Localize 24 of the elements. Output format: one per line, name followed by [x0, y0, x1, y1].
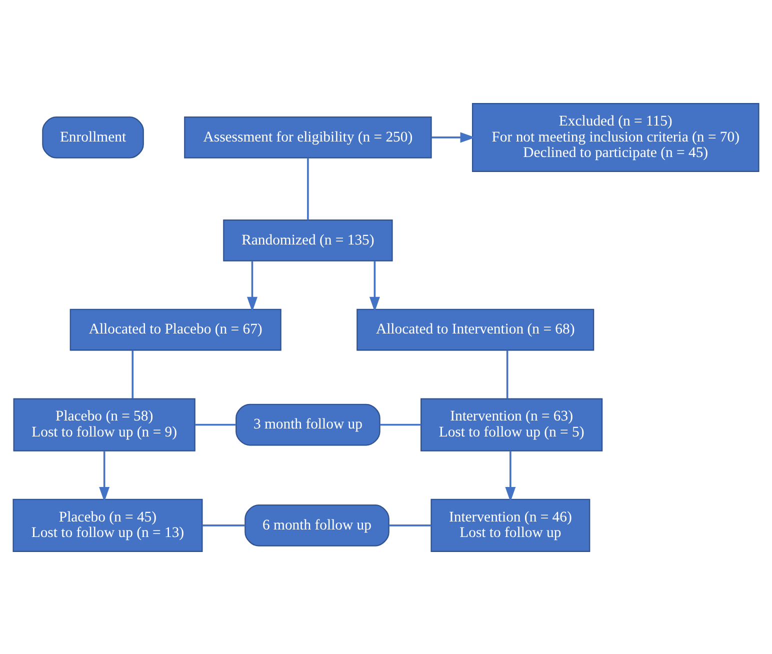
arrow	[99, 450, 110, 502]
connector	[389, 524, 432, 526]
connector	[132, 350, 134, 398]
node-box: Intervention (n = 46) Lost to follow up	[430, 498, 590, 552]
arrow	[247, 260, 258, 312]
connector	[380, 423, 422, 426]
node-box: Allocated to Placebo (n = 67)	[70, 308, 282, 350]
node-box: Allocated to Intervention (n = 68)	[356, 308, 594, 350]
node-box: Intervention (n = 63) Lost to follow up (n = 5)	[420, 398, 603, 451]
node-box: Enrollment	[42, 116, 144, 158]
node-box: 6 month follow up	[244, 504, 390, 546]
node-box: Randomized (n = 135)	[223, 218, 393, 261]
arrow	[369, 260, 380, 312]
connector	[195, 423, 236, 426]
connector	[202, 524, 246, 526]
node-box: Assessment for eligibility (n = 250)	[184, 116, 432, 158]
arrow	[431, 132, 476, 142]
node-box: Excluded (n = 115) For not meeting inclusion criteria (n = 70) Declined to participate (n = 45)	[472, 102, 760, 172]
connector	[506, 350, 508, 398]
connector	[307, 158, 309, 220]
node-box: Placebo (n = 45) Lost to follow up (n = 13)	[12, 498, 203, 552]
node-box: Placebo (n = 58) Lost to follow up (n = 9)	[13, 398, 196, 451]
node-box: 3 month follow up	[236, 403, 380, 446]
arrow	[505, 450, 516, 502]
